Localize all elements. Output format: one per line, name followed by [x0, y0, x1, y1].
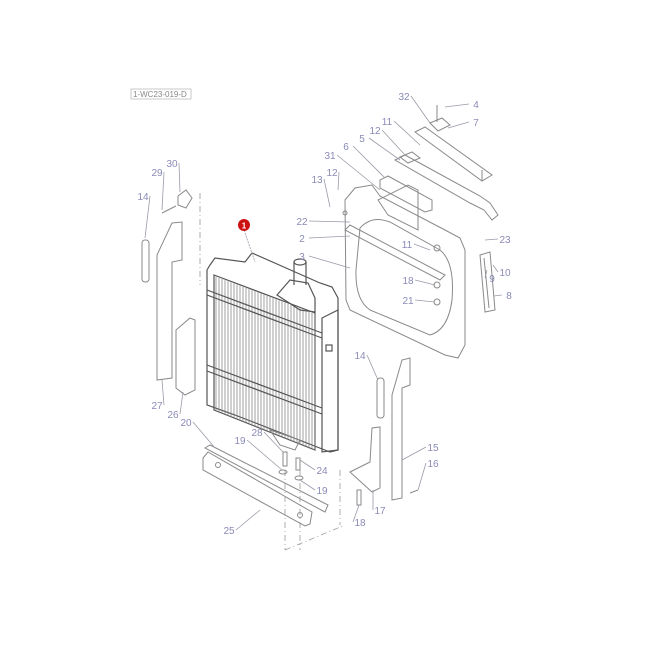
- callout-leader-line: [381, 129, 406, 156]
- callout-leader-line: [263, 431, 284, 453]
- part-number-label[interactable]: 25: [223, 526, 235, 537]
- part-number-label[interactable]: 29: [151, 168, 163, 179]
- part-number-label[interactable]: 20: [180, 418, 192, 429]
- callout-leader-line: [323, 178, 331, 208]
- part-number-label[interactable]: 12: [369, 126, 381, 137]
- part-number-label[interactable]: 5: [359, 134, 365, 145]
- right-lower-bracket: [349, 426, 381, 506]
- part-number-label[interactable]: 13: [311, 175, 323, 186]
- part-number-label[interactable]: 11: [382, 117, 393, 128]
- part-number-label[interactable]: 30: [166, 159, 178, 170]
- part-number-label[interactable]: 14: [137, 192, 149, 203]
- callout-leader-line: [414, 279, 436, 286]
- reference-code-box: 1-WC23-019-D: [130, 88, 192, 100]
- part-number-label[interactable]: 31: [324, 151, 336, 162]
- part-number-label[interactable]: 32: [398, 92, 410, 103]
- part-number-label[interactable]: 23: [499, 235, 511, 246]
- callout-leader-line: [299, 479, 316, 491]
- part-number-label[interactable]: 7: [473, 118, 479, 129]
- part-number-label[interactable]: 2: [299, 234, 305, 245]
- part-number-label[interactable]: 6: [343, 142, 349, 153]
- part-number-label[interactable]: 11: [402, 240, 413, 251]
- callout-leader-line: [308, 220, 351, 223]
- part-number-label[interactable]: 14: [354, 351, 366, 362]
- callout-leader-line: [413, 243, 431, 251]
- highlight-part-marker[interactable]: 1: [238, 219, 256, 263]
- left-upper-bracket: [161, 189, 201, 285]
- callout-leader-line: [246, 439, 283, 471]
- callout-leader-line: [352, 145, 386, 179]
- callout-leader-line: [447, 121, 470, 129]
- part-number-label[interactable]: 24: [316, 466, 328, 477]
- part-number-label[interactable]: 21: [402, 296, 414, 307]
- callout-leader-line: [336, 154, 381, 191]
- callout-leader-line: [366, 354, 379, 381]
- left-upright-support: [141, 221, 196, 396]
- part-number-label[interactable]: 4: [473, 100, 479, 111]
- callout-leader-line: [352, 504, 360, 523]
- callout-leader-line: [493, 294, 503, 297]
- part-number-label[interactable]: 15: [427, 443, 439, 454]
- part-number-label[interactable]: 26: [167, 410, 179, 421]
- callout-leader-line: [161, 379, 165, 406]
- part-number-label[interactable]: 16: [427, 459, 439, 470]
- callout-leader-line: [410, 95, 431, 124]
- callout-leader-line: [401, 446, 427, 461]
- callout-leader-line: [417, 462, 427, 491]
- part-number-label[interactable]: 22: [296, 217, 308, 228]
- callout-leader-line: [444, 103, 470, 108]
- callout-leader-line: [484, 269, 488, 279]
- part-number-label[interactable]: 10: [499, 268, 511, 279]
- part-number-label[interactable]: 12: [326, 168, 338, 179]
- reference-code: 1-WC23-019-D: [133, 90, 187, 99]
- side-seal-strip: [479, 251, 496, 313]
- part-number-label[interactable]: 3: [299, 252, 305, 263]
- highlighted-part-number: 1: [242, 222, 247, 231]
- callout-leader-line: [178, 162, 181, 193]
- part-number-label[interactable]: 28: [251, 428, 263, 439]
- callout-leader-line: [308, 235, 351, 239]
- upper-brace-rails: [377, 105, 499, 231]
- callout-leader-line: [484, 238, 499, 241]
- callout-leader-line: [414, 299, 436, 303]
- callout-leader-line: [144, 195, 151, 239]
- lower-mounting-rails: [202, 444, 346, 551]
- callout-leader-line: [161, 171, 165, 211]
- part-number-label[interactable]: 19: [234, 436, 246, 447]
- callout-leader-line: [393, 120, 421, 146]
- part-number-label[interactable]: 18: [354, 518, 366, 529]
- right-upright-support: [376, 357, 419, 501]
- fan-shroud: [342, 184, 466, 359]
- part-number-label[interactable]: 8: [506, 291, 512, 302]
- callout-leader-line: [299, 459, 316, 471]
- radiator-core: [206, 252, 339, 453]
- callout-leader-line: [368, 137, 401, 161]
- callout-leader-line: [308, 255, 351, 269]
- callout-leader-line: [192, 421, 216, 449]
- part-callouts: 3247111256311312302914222311182123109814…: [137, 92, 512, 537]
- callout-leader-line: [492, 264, 499, 273]
- part-number-label[interactable]: 17: [374, 506, 386, 517]
- part-number-label[interactable]: 27: [151, 401, 163, 412]
- part-number-label[interactable]: 19: [316, 486, 328, 497]
- part-number-label[interactable]: 9: [489, 274, 495, 285]
- callout-leader-line: [235, 509, 261, 531]
- callout-leader-line: [179, 391, 184, 415]
- callout-leader-line: [337, 171, 340, 191]
- part-number-label[interactable]: 18: [402, 276, 414, 287]
